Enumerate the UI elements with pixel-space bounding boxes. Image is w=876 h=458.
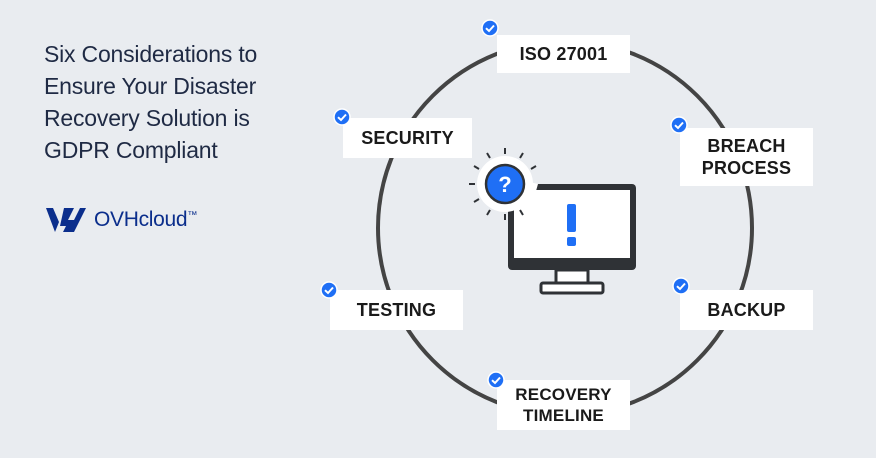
headline-line: Six Considerations to	[44, 41, 258, 67]
headline: Six Considerations to Ensure Your Disast…	[44, 38, 314, 166]
consideration-testing: TESTING	[330, 290, 463, 330]
check-circle-icon	[320, 281, 338, 299]
consideration-iso-27001: ISO 27001	[497, 35, 630, 73]
consideration-label: RECOVERY	[515, 385, 612, 404]
consideration-label: SECURITY	[361, 128, 454, 148]
consideration-backup: BACKUP	[680, 290, 813, 330]
question-badge-icon: ?	[469, 148, 538, 220]
brand-logo: OVHcloud™	[44, 205, 197, 235]
consideration-label: BREACH	[707, 136, 786, 156]
check-circle-icon	[481, 19, 499, 37]
svg-text:?: ?	[498, 172, 511, 197]
consideration-label: PROCESS	[701, 158, 792, 178]
consideration-label: TESTING	[356, 300, 437, 320]
consideration-label: TIMELINE	[523, 406, 604, 425]
check-circle-icon	[670, 116, 688, 134]
brand-name: OVHcloud™	[94, 208, 198, 231]
ovh-logo-icon	[46, 208, 86, 232]
consideration-breach-process: BREACH PROCESS	[680, 128, 813, 186]
check-circle-icon	[672, 277, 690, 295]
headline-line: Ensure Your Disaster	[44, 73, 257, 99]
consideration-label: BACKUP	[707, 300, 786, 320]
headline-line: Recovery Solution is	[44, 105, 250, 131]
consideration-security: SECURITY	[343, 118, 472, 158]
consideration-label: ISO 27001	[519, 44, 608, 64]
exclamation-icon	[567, 204, 576, 246]
check-circle-icon	[487, 371, 505, 389]
check-circle-icon	[333, 108, 351, 126]
consideration-recovery-timeline: RECOVERY TIMELINE	[497, 380, 630, 430]
headline-line: GDPR Compliant	[44, 137, 218, 163]
